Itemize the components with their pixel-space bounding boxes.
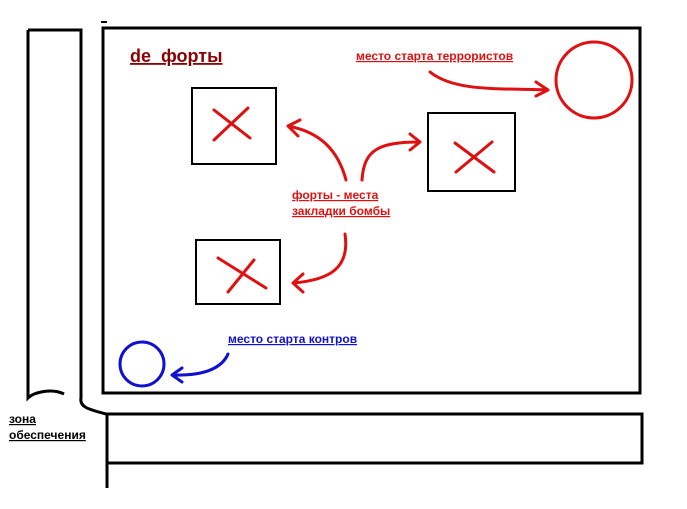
forts-label-line2: закладки бомбы — [292, 204, 390, 218]
forts-label-line1: форты - места — [292, 188, 379, 202]
terrorist-start-circle — [554, 40, 634, 120]
terrorist-start-label: место старта террористов — [356, 49, 513, 63]
bomb-site-cross-icon — [212, 106, 252, 142]
left-strip — [26, 28, 107, 416]
bomb-site-cross-icon — [453, 140, 496, 174]
fort-box-3 — [195, 239, 281, 305]
arrow-to-fort-1 — [286, 118, 348, 182]
ct-arrow — [170, 352, 230, 384]
ct-start-label: место старта контров — [228, 332, 357, 346]
support-zone-label-line1: зона — [9, 412, 36, 426]
ct-start-circle — [118, 340, 166, 388]
fort-box-2 — [427, 112, 516, 192]
arrow-to-fort-2 — [360, 132, 422, 182]
bomb-site-cross-icon — [216, 256, 268, 294]
support-zone-label-line2: обеспечения — [9, 428, 86, 442]
arrow-to-fort-3 — [291, 232, 348, 294]
map-frame — [101, 26, 642, 395]
bottom-strip — [105, 412, 644, 465]
terrorist-arrow — [428, 70, 550, 98]
fort-box-1 — [191, 87, 277, 165]
map-title: de_форты — [130, 46, 222, 66]
